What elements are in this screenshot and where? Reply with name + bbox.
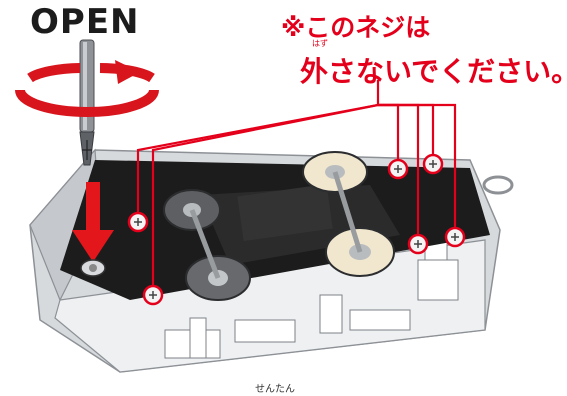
screw-marker-icon <box>127 211 149 233</box>
screw-marker-icon <box>422 153 444 175</box>
leader-lines <box>136 80 457 288</box>
screw-marker-icon <box>387 158 409 180</box>
warning-line1: ※このネジは <box>281 13 431 42</box>
warning-line2: 外さないでください。 <box>300 55 567 88</box>
screw-marker-icon <box>407 233 429 255</box>
open-label: OPEN <box>30 2 140 42</box>
bottom-ruby: せんたん <box>255 384 295 395</box>
down-arrow-icon <box>72 182 114 262</box>
warning-ruby: はず <box>312 39 328 48</box>
screw-marker-icon <box>444 226 466 248</box>
screw-marker-icon <box>142 284 164 306</box>
front-screw <box>80 259 106 277</box>
screw-markers <box>127 153 466 306</box>
rotation-arrow-icon <box>15 60 159 117</box>
screwdriver-icon <box>79 39 95 166</box>
chassis <box>60 160 490 300</box>
wheels <box>163 151 395 301</box>
